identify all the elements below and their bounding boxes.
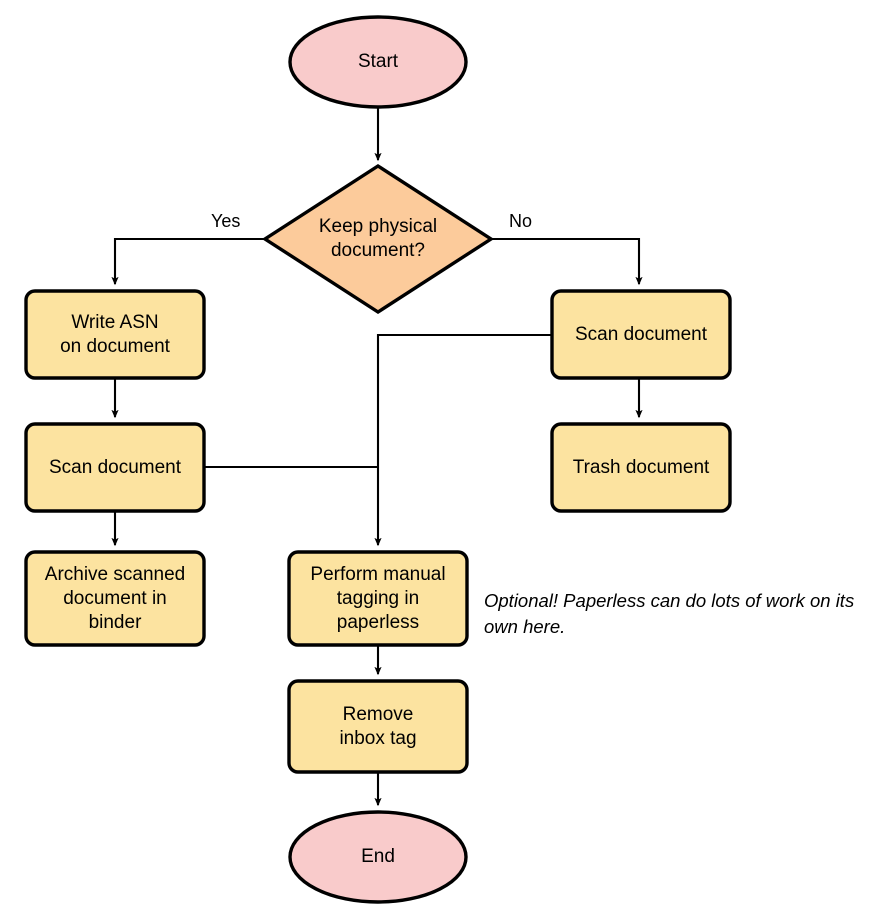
edge-decision-yes-to-write-asn: [111, 237, 265, 286]
edge-decision-no-to-scan-right: [491, 237, 643, 286]
edge-label-yes: Yes: [211, 211, 241, 231]
edge-label-no: No: [509, 211, 533, 231]
edge-scan-right-to-tagging: [374, 333, 552, 547]
node-tagging-shape[interactable]: [287, 550, 469, 647]
node-decision-shape[interactable]: [261, 163, 495, 315]
node-scan-right-shape[interactable]: [550, 289, 732, 380]
node-end-shape[interactable]: [288, 810, 468, 904]
node-trash-shape[interactable]: [550, 422, 732, 513]
node-archive-shape[interactable]: [24, 550, 206, 647]
node-start-shape[interactable]: [288, 15, 468, 109]
edge-group: [111, 108, 643, 807]
node-scan-left-shape[interactable]: [24, 422, 206, 513]
annotation-optional-note: Optional! Paperless can do lots of work …: [484, 590, 855, 637]
node-write-asn-shape[interactable]: [24, 289, 206, 380]
node-remove-inbox-shape[interactable]: [287, 679, 469, 774]
node-group: [24, 15, 732, 904]
